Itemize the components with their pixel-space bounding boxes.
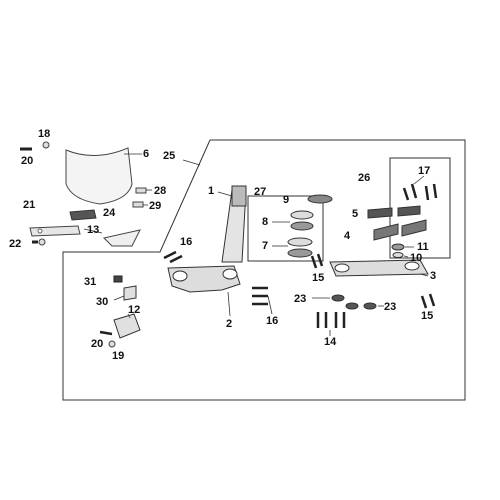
leader-12 xyxy=(127,313,131,319)
callout-1: 1 xyxy=(208,185,215,197)
bolt-15d-part xyxy=(428,293,436,307)
callout-14: 14 xyxy=(324,336,337,348)
clamp-5b-part xyxy=(397,205,421,217)
leader-17 xyxy=(413,175,425,185)
holder-4-part xyxy=(373,223,399,241)
holder-4b-part xyxy=(401,219,427,237)
bolt-17c-part xyxy=(424,185,430,201)
clip-24-part xyxy=(69,209,97,221)
upper-clamp-hole-left xyxy=(334,263,350,273)
bushing-28-part xyxy=(135,187,147,194)
nut-31-part xyxy=(113,275,123,283)
washer-23b-part xyxy=(345,302,359,310)
bolt-15c-part xyxy=(420,295,428,309)
washer-11-part xyxy=(391,243,405,251)
callout-25: 25 xyxy=(163,150,176,162)
bracket-21-part xyxy=(29,225,81,237)
bearing-7a-part xyxy=(287,237,313,247)
callout-20b: 20 xyxy=(91,338,104,350)
callout-29: 29 xyxy=(149,200,162,212)
callout-7: 7 xyxy=(262,240,269,252)
callout-8: 8 xyxy=(262,216,269,228)
callout-19: 19 xyxy=(112,350,125,362)
washer-23c-part xyxy=(363,302,377,310)
callout-12: 12 xyxy=(128,304,141,316)
bearing-8b-part xyxy=(290,221,314,231)
callout-30: 30 xyxy=(96,296,109,308)
bolt-16b-part xyxy=(169,254,183,264)
callout-23b: 23 xyxy=(384,301,397,313)
leader-16 xyxy=(267,295,273,315)
callout-5: 5 xyxy=(352,208,359,220)
callout-13: 13 xyxy=(87,224,100,236)
bolt-20b-part xyxy=(99,330,113,336)
callout-28: 28 xyxy=(154,185,167,197)
callout-23a: 23 xyxy=(294,293,307,305)
callout-17: 17 xyxy=(418,165,431,177)
callout-22: 22 xyxy=(9,238,22,250)
leader-25 xyxy=(182,159,201,166)
upper-clamp-hole-right xyxy=(404,261,420,271)
callout-21: 21 xyxy=(23,199,36,211)
callout-16b: 16 xyxy=(266,315,279,327)
upper-clamp-3-part xyxy=(329,259,429,277)
callout-18: 18 xyxy=(38,128,51,140)
callout-27: 27 xyxy=(254,186,267,198)
lower-clamp-2-part xyxy=(167,265,241,293)
clamp-5-part xyxy=(367,207,393,219)
callout-11: 11 xyxy=(417,241,429,253)
windscreen-part xyxy=(65,147,133,205)
callout-6: 6 xyxy=(143,148,150,160)
callout-26: 26 xyxy=(358,172,371,184)
bolt-15b-part xyxy=(316,253,324,267)
bracket-12-part xyxy=(113,313,141,339)
reflector-13-part xyxy=(103,229,141,247)
bearing-9-part xyxy=(307,194,333,204)
leader-10 xyxy=(403,255,409,258)
group-25-frame xyxy=(62,139,466,401)
callout-10: 10 xyxy=(410,252,423,264)
bushing-29-part xyxy=(132,201,144,208)
bearing-7b-part xyxy=(287,248,313,258)
callout-24: 24 xyxy=(103,207,116,219)
bolt-15a-part xyxy=(310,255,318,269)
callout-15b: 15 xyxy=(421,310,434,322)
washer-22-part xyxy=(38,238,46,246)
bolt-17a-part xyxy=(402,187,410,201)
leader-2 xyxy=(227,291,231,317)
callout-31: 31 xyxy=(84,276,97,288)
bracket-21-hole xyxy=(37,228,43,234)
callout-3: 3 xyxy=(430,270,437,282)
bearing-8a-part xyxy=(290,210,314,220)
washer-10-part xyxy=(392,252,404,258)
washer-23a-part xyxy=(331,294,345,302)
bracket-30-part xyxy=(123,285,137,301)
washer-19-part xyxy=(108,340,116,348)
bolt-16a-part xyxy=(163,250,177,260)
steering-stem-thread xyxy=(231,185,247,207)
bolt-17b-part xyxy=(410,183,418,199)
bolt-17d-part xyxy=(432,183,438,199)
group-27-box xyxy=(247,195,324,262)
callout-16a: 16 xyxy=(180,236,193,248)
lower-clamp-hole-left xyxy=(172,270,188,282)
leader-30 xyxy=(113,295,125,301)
leader-13 xyxy=(83,228,103,234)
callout-15a: 15 xyxy=(312,272,325,284)
callout-4: 4 xyxy=(344,230,351,242)
leader-3 xyxy=(419,273,429,277)
callout-2: 2 xyxy=(226,318,233,330)
washer-18-part xyxy=(42,141,50,149)
callout-9: 9 xyxy=(283,194,290,206)
leader-1 xyxy=(217,191,233,197)
lower-clamp-hole-right xyxy=(222,268,238,280)
callout-20a: 20 xyxy=(21,155,34,167)
